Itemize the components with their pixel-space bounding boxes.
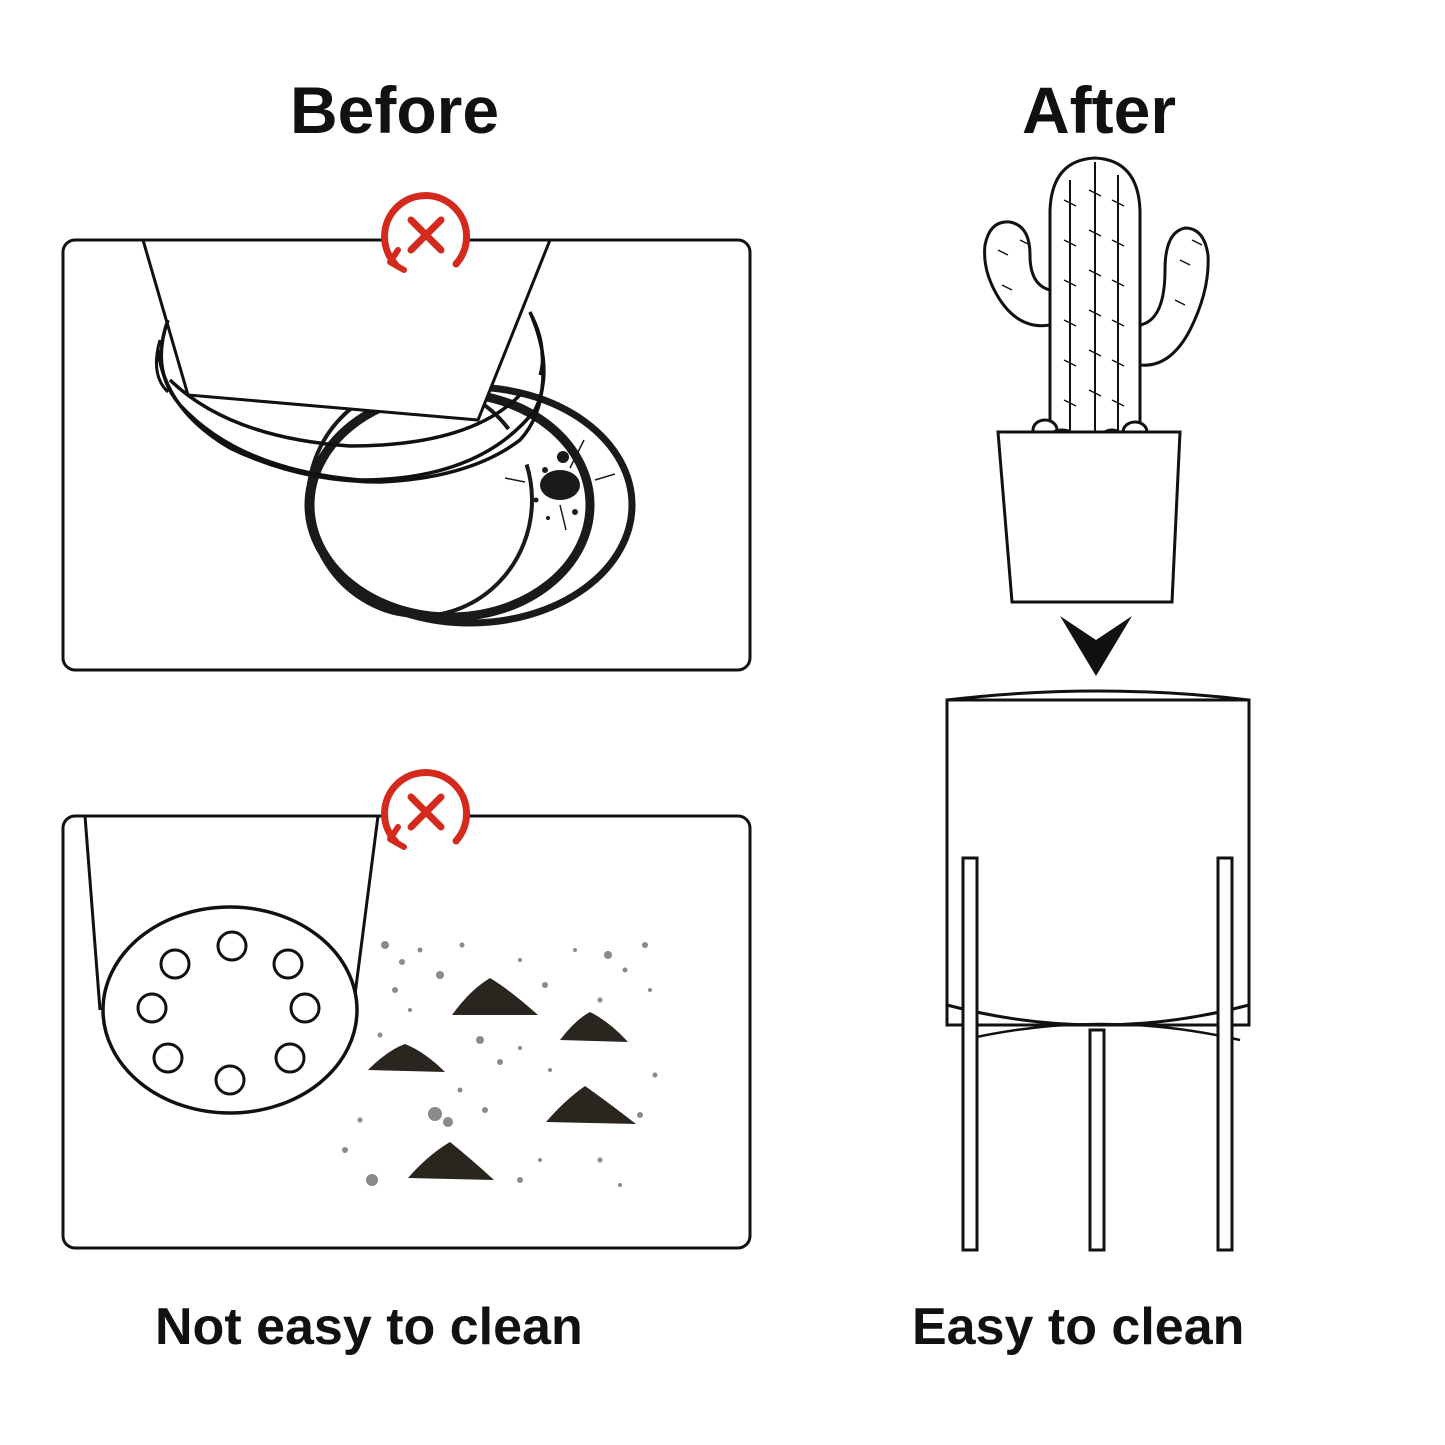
caption-before: Not easy to clean <box>155 1298 583 1356</box>
small-pot <box>996 430 1182 604</box>
planter-stand <box>945 689 1251 1252</box>
arrow-down-icon <box>1060 616 1132 676</box>
x-circle-icon <box>381 192 470 278</box>
x-circle-icon <box>381 769 470 855</box>
water-splash <box>504 439 616 531</box>
drainage-holes <box>136 930 321 1096</box>
cactus-illustration <box>983 156 1210 604</box>
soil-piles <box>368 978 636 1180</box>
pot-side <box>83 816 380 1011</box>
pot-body <box>141 240 553 422</box>
after-heading: After <box>1022 73 1177 147</box>
soil-specks <box>342 941 658 1187</box>
drainage-panel <box>61 769 752 1250</box>
caption-after: Easy to clean <box>912 1298 1245 1356</box>
before-heading: Before <box>290 73 500 147</box>
saucer-panel <box>61 192 752 672</box>
